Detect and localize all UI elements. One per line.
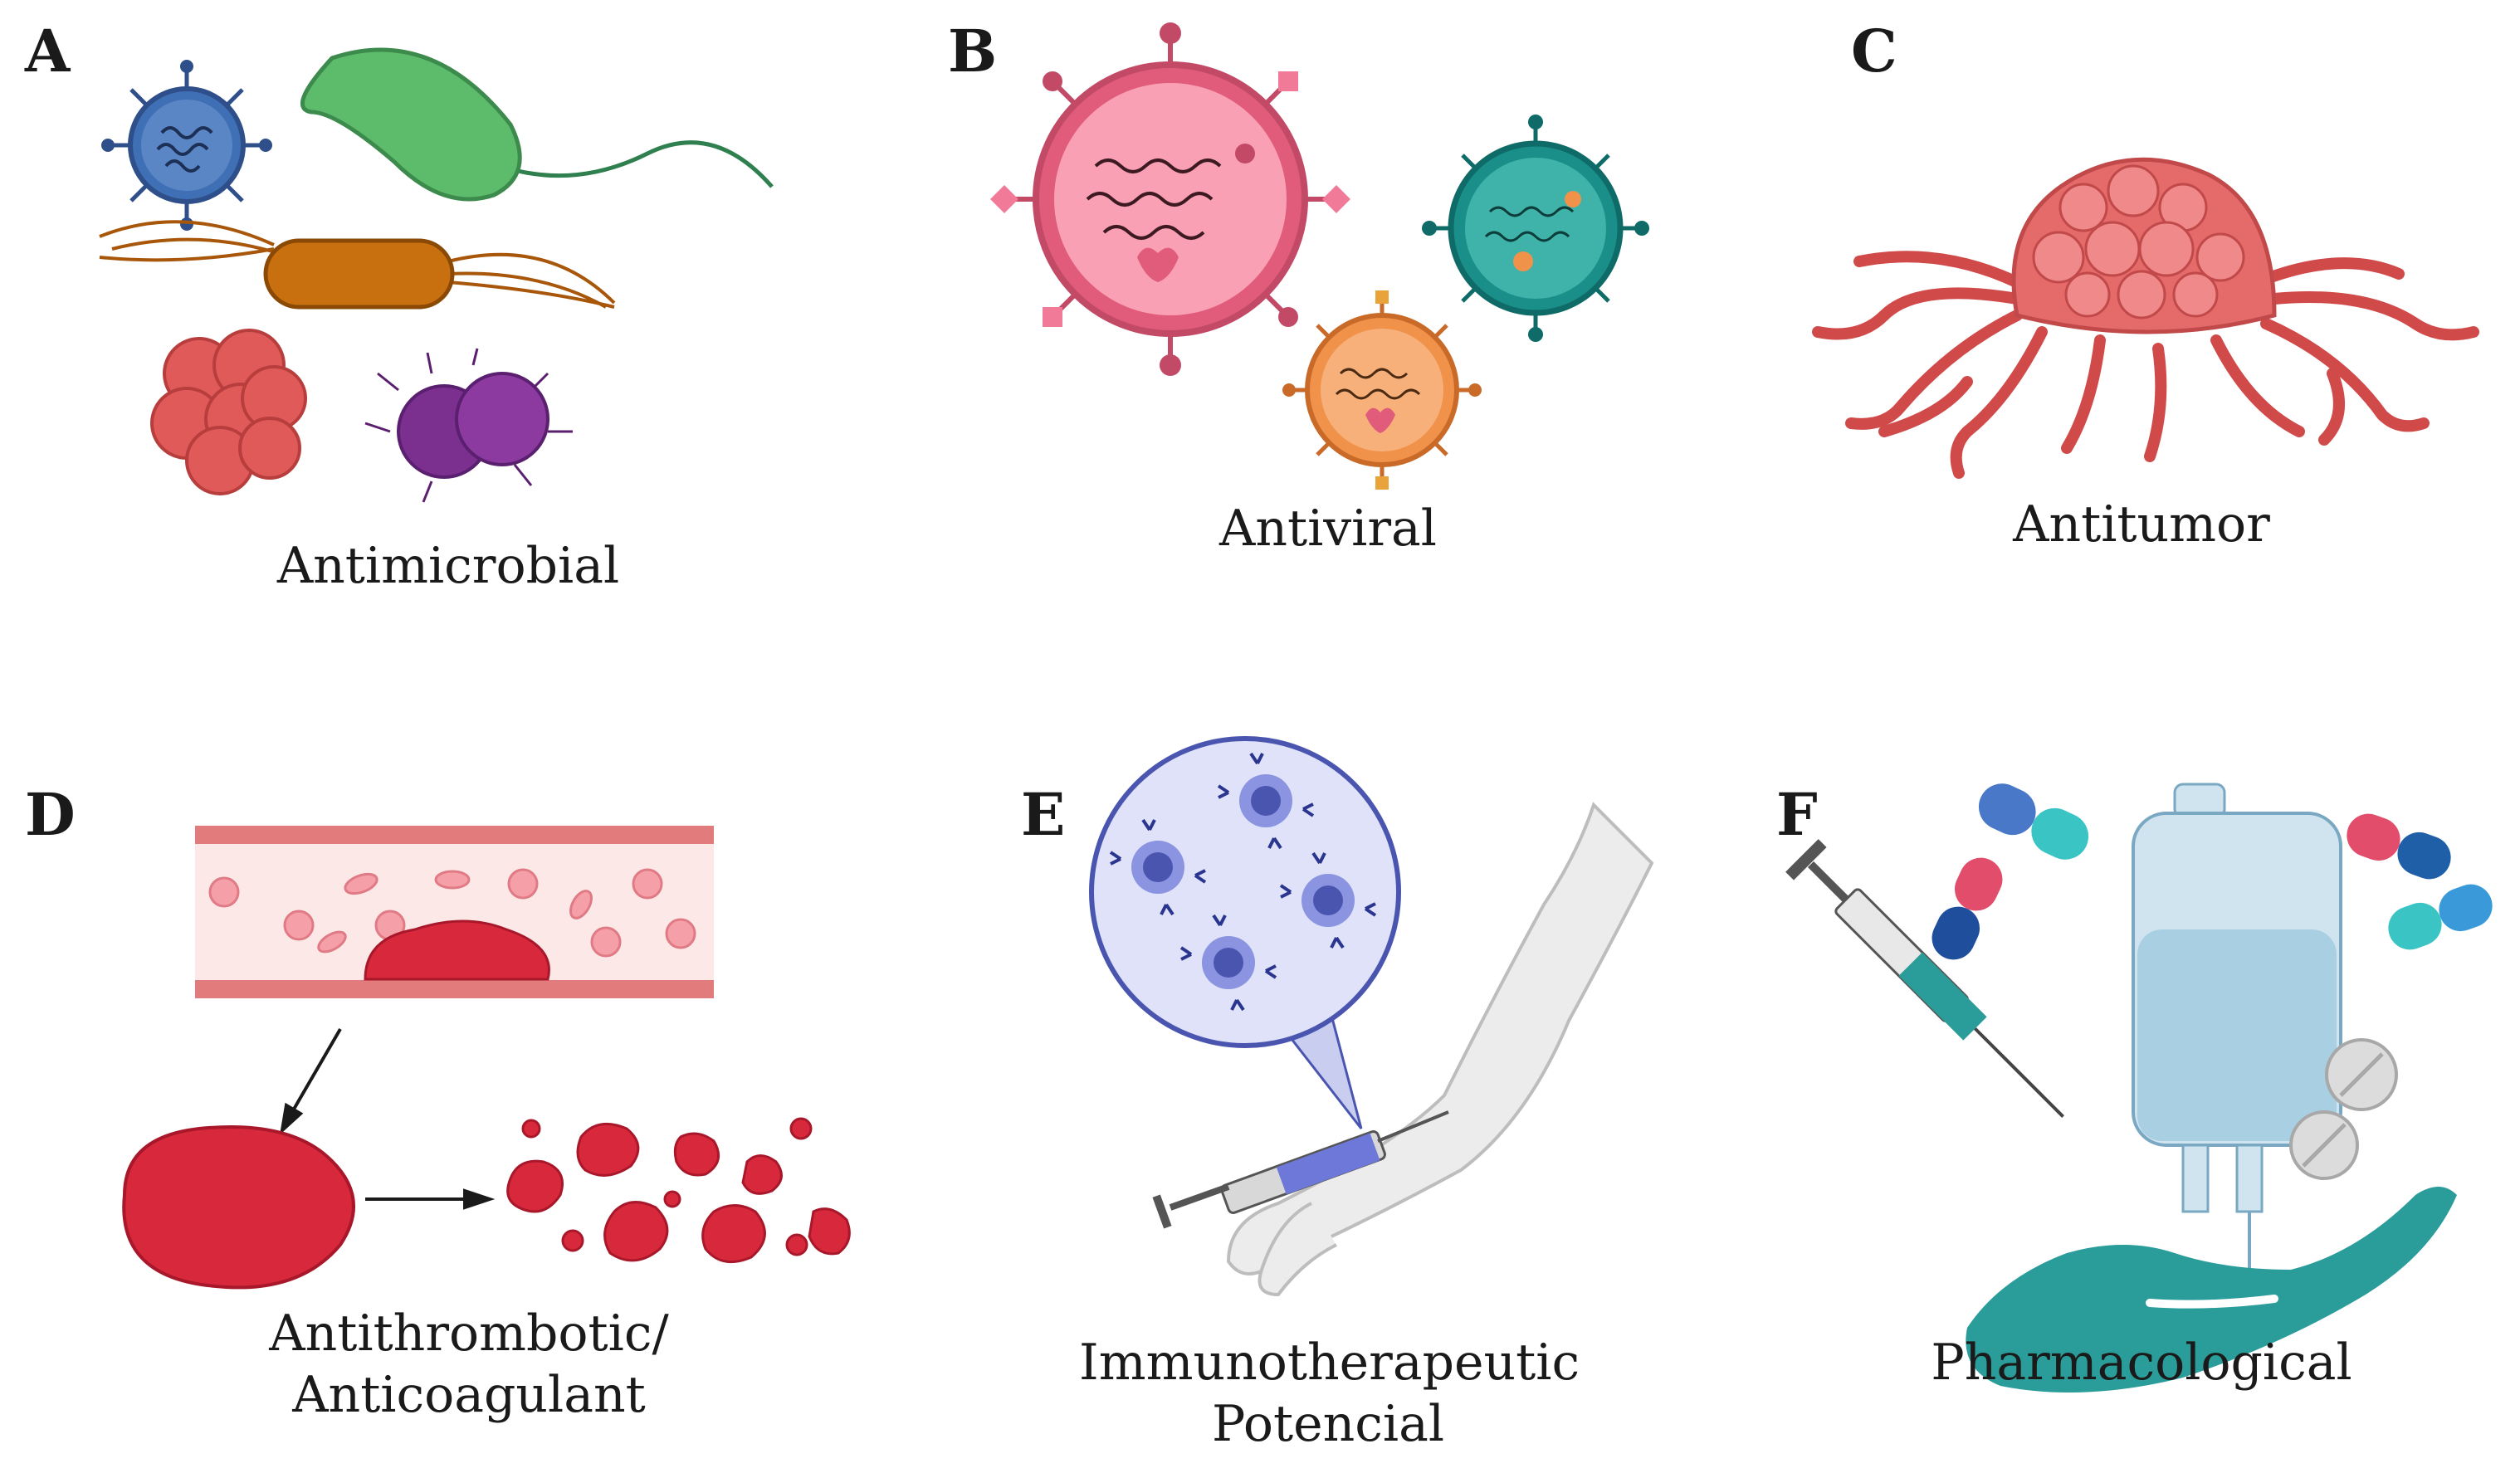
pharmacology-illustration	[1785, 783, 2493, 1393]
capsule-icon	[1978, 783, 2089, 860]
panel-immunotherapeutic: E Immunoth	[979, 730, 1726, 1473]
immune-cells-icon	[1109, 752, 1377, 1012]
caption-antimicrobial: Antimicrobial	[276, 537, 620, 595]
panel-letter-d: D	[25, 780, 76, 849]
cocci-cluster-icon	[150, 329, 307, 495]
virus-icon	[101, 60, 272, 231]
panel-letter-c: C	[1851, 17, 1897, 85]
clot-icon	[122, 1125, 355, 1290]
panel-letter-e: E	[1021, 780, 1066, 849]
syringe-icon	[1152, 1110, 1449, 1229]
panel-antitumor: C Antitumor	[1768, 0, 2520, 631]
panel-letter-a: A	[25, 17, 71, 85]
panel-letter-b: B	[948, 17, 998, 85]
panel-antiviral: B	[913, 0, 1743, 631]
blood-vessel-illustration	[122, 826, 851, 1290]
arrow-down-icon	[280, 1027, 342, 1135]
microbes-illustration	[99, 47, 774, 503]
clot-fragments-icon	[506, 1117, 851, 1264]
tumor-icon	[1812, 251, 2479, 479]
panel-pharmacological: F	[1768, 730, 2520, 1473]
blood-vessel-icon	[195, 826, 714, 998]
caption-immunotherapeutic: Immunotherapeutic Potencial	[1079, 1332, 1580, 1455]
orange-virus-icon	[1282, 290, 1482, 490]
diplococcus-icon	[364, 348, 573, 503]
tablet-icon	[2289, 1038, 2398, 1180]
caption-line-1: Immunotherapeutic	[1079, 1334, 1580, 1392]
arrow-right-icon	[365, 1188, 496, 1210]
magnified-circle	[1089, 736, 1401, 1048]
capsule-icon	[2347, 813, 2451, 880]
bacillus-icon	[300, 47, 774, 202]
panel-letter-f: F	[1776, 780, 1818, 849]
hand-icon	[1966, 1187, 2457, 1393]
iv-bag-icon	[2132, 783, 2342, 1328]
viruses-illustration	[990, 22, 1649, 490]
caption-antithrombotic: Antithrombotic/ Anticoagulant	[237, 1303, 701, 1426]
syringe-icon	[1785, 839, 2064, 1118]
tumor-illustration	[1812, 157, 2479, 479]
capsule-icon	[2388, 884, 2493, 950]
pink-virus-icon	[990, 22, 1350, 376]
capsule-icon	[1932, 857, 2003, 960]
teal-virus-icon	[1422, 115, 1649, 342]
panel-antimicrobial: A	[0, 0, 830, 631]
arm-icon	[1226, 802, 1654, 1297]
caption-line-2: Potencial	[1211, 1395, 1445, 1453]
caption-antiviral: Antiviral	[1218, 500, 1437, 558]
flagellated-rod-icon	[99, 220, 616, 310]
immunotherapy-illustration	[1089, 736, 1654, 1297]
caption-line-1: Antithrombotic/	[269, 1305, 669, 1363]
caption-line-2: Anticoagulant	[292, 1366, 646, 1424]
caption-antitumor: Antitumor	[2013, 495, 2270, 554]
caption-pharmacological: Pharmacological	[1931, 1334, 2352, 1392]
panel-antithrombotic: D	[0, 730, 913, 1473]
